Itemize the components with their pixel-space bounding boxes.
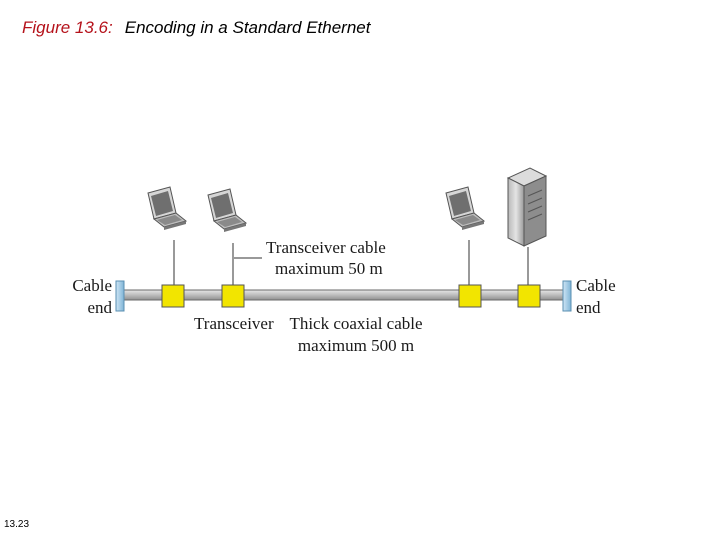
cable-end-right-label-line2: end xyxy=(576,298,601,317)
laptop-icon-1 xyxy=(147,186,187,231)
transceiver-4 xyxy=(517,284,541,308)
laptop-icon-3 xyxy=(445,186,485,231)
transceiver-cable-label-line2: maximum 50 m xyxy=(275,259,383,278)
cable-end-left-label-line1: Cable xyxy=(72,276,112,295)
figure-label: Figure 13.6: xyxy=(22,18,113,37)
transceiver-cable-label-line1: Transceiver cable xyxy=(266,238,386,257)
cable-end-left-label-line2: end xyxy=(87,298,112,317)
server-icon xyxy=(506,167,548,247)
figure-title: Figure 13.6: Encoding in a Standard Ether… xyxy=(22,18,370,38)
laptop-icon-2 xyxy=(207,188,247,233)
transceiver-1 xyxy=(161,284,185,308)
coax-label-line2: maximum 500 m xyxy=(298,336,414,355)
cable-end-left xyxy=(115,280,125,312)
figure-title-text: Encoding in a Standard Ethernet xyxy=(124,18,371,37)
slide-number: 13.23 xyxy=(4,519,30,530)
thick-coaxial-cable xyxy=(123,289,565,301)
transceiver-label: Transceiver xyxy=(194,314,274,333)
transceiver-2 xyxy=(221,284,245,308)
cable-end-right xyxy=(562,280,572,312)
coax-label-line1: Thick coaxial cable xyxy=(289,314,422,333)
transceiver-3 xyxy=(458,284,482,308)
cable-end-right-label-line1: Cable xyxy=(576,276,616,295)
